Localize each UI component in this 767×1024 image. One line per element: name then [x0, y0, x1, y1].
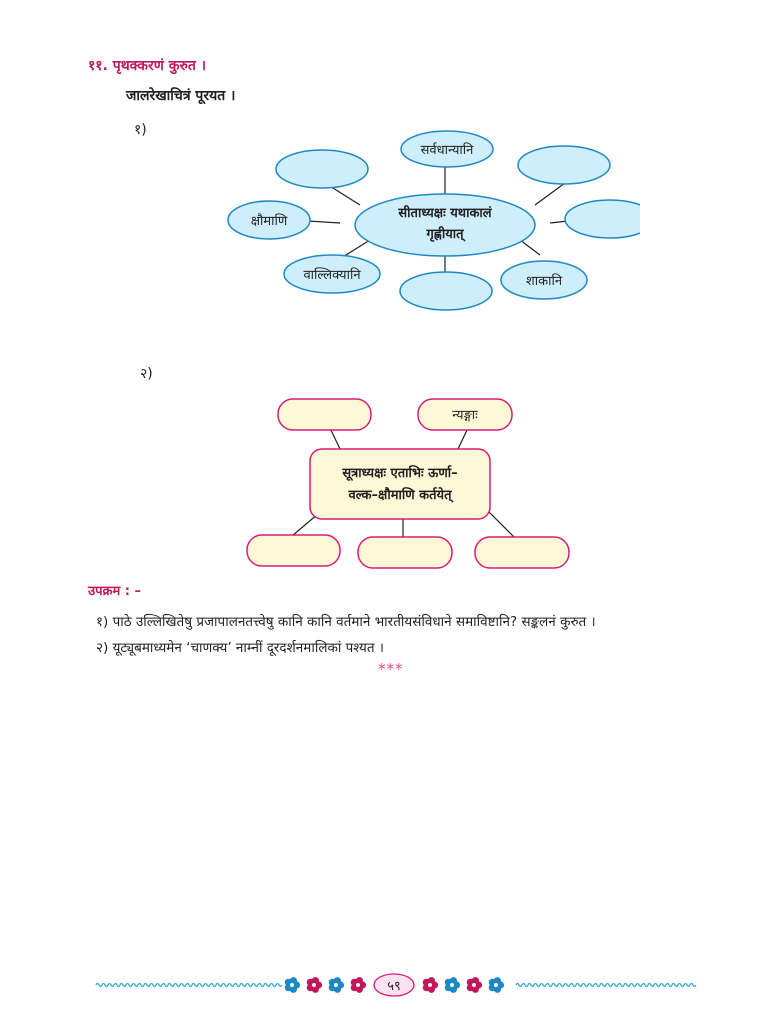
footer-wave-right [515, 982, 697, 988]
center-ellipse [354, 193, 536, 257]
question-instruction: जालरेखाचित्रं पूरयत । [126, 88, 236, 104]
flower-icon [306, 977, 323, 993]
center-text-line2: गृह्णीयात् [425, 226, 466, 242]
ellipse-right-blank [564, 199, 640, 239]
center-text-line1: सीताध्यक्षः यथाकालं [397, 205, 492, 221]
box-top-left-blank [277, 398, 372, 431]
ellipse-top-left-blank [275, 149, 369, 189]
activity-item-1: १) पाठे उल्लिखितेषु प्रजापालनतत्त्वेषु क… [96, 614, 596, 630]
top-label: सर्वधान्यानि [421, 142, 474, 158]
flower-icon [488, 977, 505, 993]
footer-ornament: ५९ [95, 973, 697, 997]
box-bottom-left-blank [246, 534, 341, 567]
bottom-right-label: शाकानि [526, 273, 563, 289]
flower-icon [444, 977, 461, 993]
left-label: क्षौमाणि [251, 213, 288, 229]
box-bottom-right-blank [474, 536, 570, 569]
page-number-badge [373, 973, 415, 997]
web-diagram-2: सूत्राध्यक्षः एताभिः ऊर्णा– वल्क–क्षौमाण… [246, 398, 570, 569]
ellipse-top [400, 130, 494, 168]
ellipse-top-right-blank [517, 145, 611, 185]
diagram1-number: १) [134, 122, 147, 138]
activity-title: उपक्रम : – [88, 584, 142, 599]
ellipse-bottom-right [500, 260, 588, 300]
box-bottom-center-blank [357, 536, 453, 569]
flower-icon [422, 977, 439, 993]
page-number: ५९ [387, 979, 401, 994]
box-top-right [417, 398, 513, 431]
question-title: ११. पृथक्करणं कुरुत । [88, 58, 207, 74]
flower-icon [284, 977, 301, 993]
diagram2-number: २) [140, 366, 153, 382]
flower-icon [350, 977, 367, 993]
ellipse-bottom-blank [399, 271, 493, 311]
ellipse-bottom-left [283, 254, 381, 294]
ellipse-left [227, 200, 311, 240]
footer-flowers-left [284, 977, 367, 993]
flower-icon [466, 977, 483, 993]
bottom-left-label: वाल्लिक्यानि [303, 267, 361, 283]
center-box-line2: वल्क–क्षौमाणि कर्तयेत् [347, 487, 454, 503]
center-box [309, 448, 491, 520]
section-end-stars: *** [378, 660, 404, 678]
activity-item-2: २) यूट्यूबमाध्यमेन ‘चाणक्य’ नाम्नीं दूरद… [96, 640, 384, 656]
footer-wave-left [95, 982, 283, 988]
top-right-label: न्यङ्गाः [452, 408, 478, 423]
web-diagram-1: सीताध्यक्षः यथाकालं गृह्णीयात् सर्वधान्य… [227, 130, 640, 311]
footer-flowers-right [422, 977, 505, 993]
center-box-line1: सूत्राध्यक्षः एताभिः ऊर्णा– [341, 465, 457, 481]
flower-icon [328, 977, 345, 993]
